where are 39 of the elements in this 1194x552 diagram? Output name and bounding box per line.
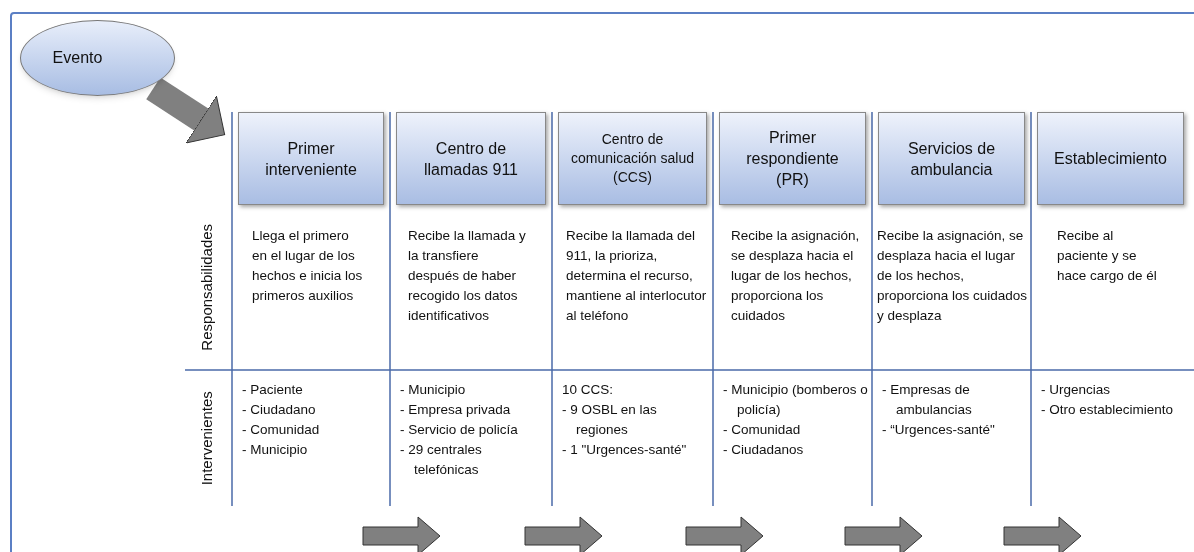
header-box: [878, 112, 1025, 205]
header-title: Servicios de ambulancia: [906, 138, 997, 180]
list-item: - Ciudadanos: [723, 441, 805, 459]
cell-text: Recibe la asignación, se desplaza hacia el lugar de los hechos, proporciona los cuidados y desplaza: [877, 227, 1029, 325]
list-item: - Municipio: [400, 381, 467, 399]
list-item: - Municipio: [242, 441, 309, 459]
list-item: - Comunidad: [723, 421, 802, 439]
list-item: - Ciudadano: [242, 401, 317, 419]
list-item: 10 CCS:: [562, 381, 615, 399]
event-label: Evento: [52, 48, 103, 68]
list-item: - 1 "Urgences-santé": [562, 441, 688, 459]
list-item: - Comunidad: [242, 421, 321, 439]
list-item: - Urgencias: [1041, 381, 1112, 399]
list-item: - Servicio de policía: [400, 421, 519, 439]
header-box: [238, 112, 384, 205]
header-title: Centro de llamadas 911: [423, 138, 519, 180]
row-label: Responsabilidades: [196, 224, 216, 351]
list-item: - Municipio (bomberos o policía): [723, 381, 869, 419]
list-item: - “Urgences-santé": [882, 421, 996, 439]
list-item: - Paciente: [242, 381, 304, 399]
header-box: [396, 112, 546, 205]
list-item: - 29 centrales telefónicas: [400, 441, 483, 479]
header-box: [719, 112, 866, 205]
cell-text: Llega el primero en el lugar de los hechos e inicia los primeros auxilios: [252, 227, 364, 305]
header-title: Centro de comunicación salud (CCS): [570, 130, 695, 187]
list-item: - Empresa privada: [400, 401, 512, 419]
row-label: Intervenientes: [196, 390, 216, 486]
cell-text: Recibe al paciente y se hace cargo de él: [1057, 227, 1158, 285]
header-title: Primer interveniente: [264, 138, 358, 180]
header-title: Establecimiento: [1053, 149, 1168, 169]
cell-text: Recibe la llamada y la transfiere después de haber recogido los datos identificativos: [408, 227, 527, 325]
header-title: Primer respondiente (PR): [745, 128, 840, 190]
header-box: [1037, 112, 1184, 205]
cell-text: Recibe la asignación, se desplaza hacia el lugar de los hechos, proporciona los cuidados: [731, 227, 861, 325]
list-item: - Empresas de ambulancias: [882, 381, 973, 419]
header-box: [558, 112, 707, 205]
list-item: - Otro establecimiento: [1041, 401, 1175, 419]
cell-text: Recibe la llamada del 911, la prioriza, determina el recurso, mantiene al interlocutor al teléfono: [566, 227, 708, 325]
list-item: - 9 OSBL en las regiones: [562, 401, 658, 439]
